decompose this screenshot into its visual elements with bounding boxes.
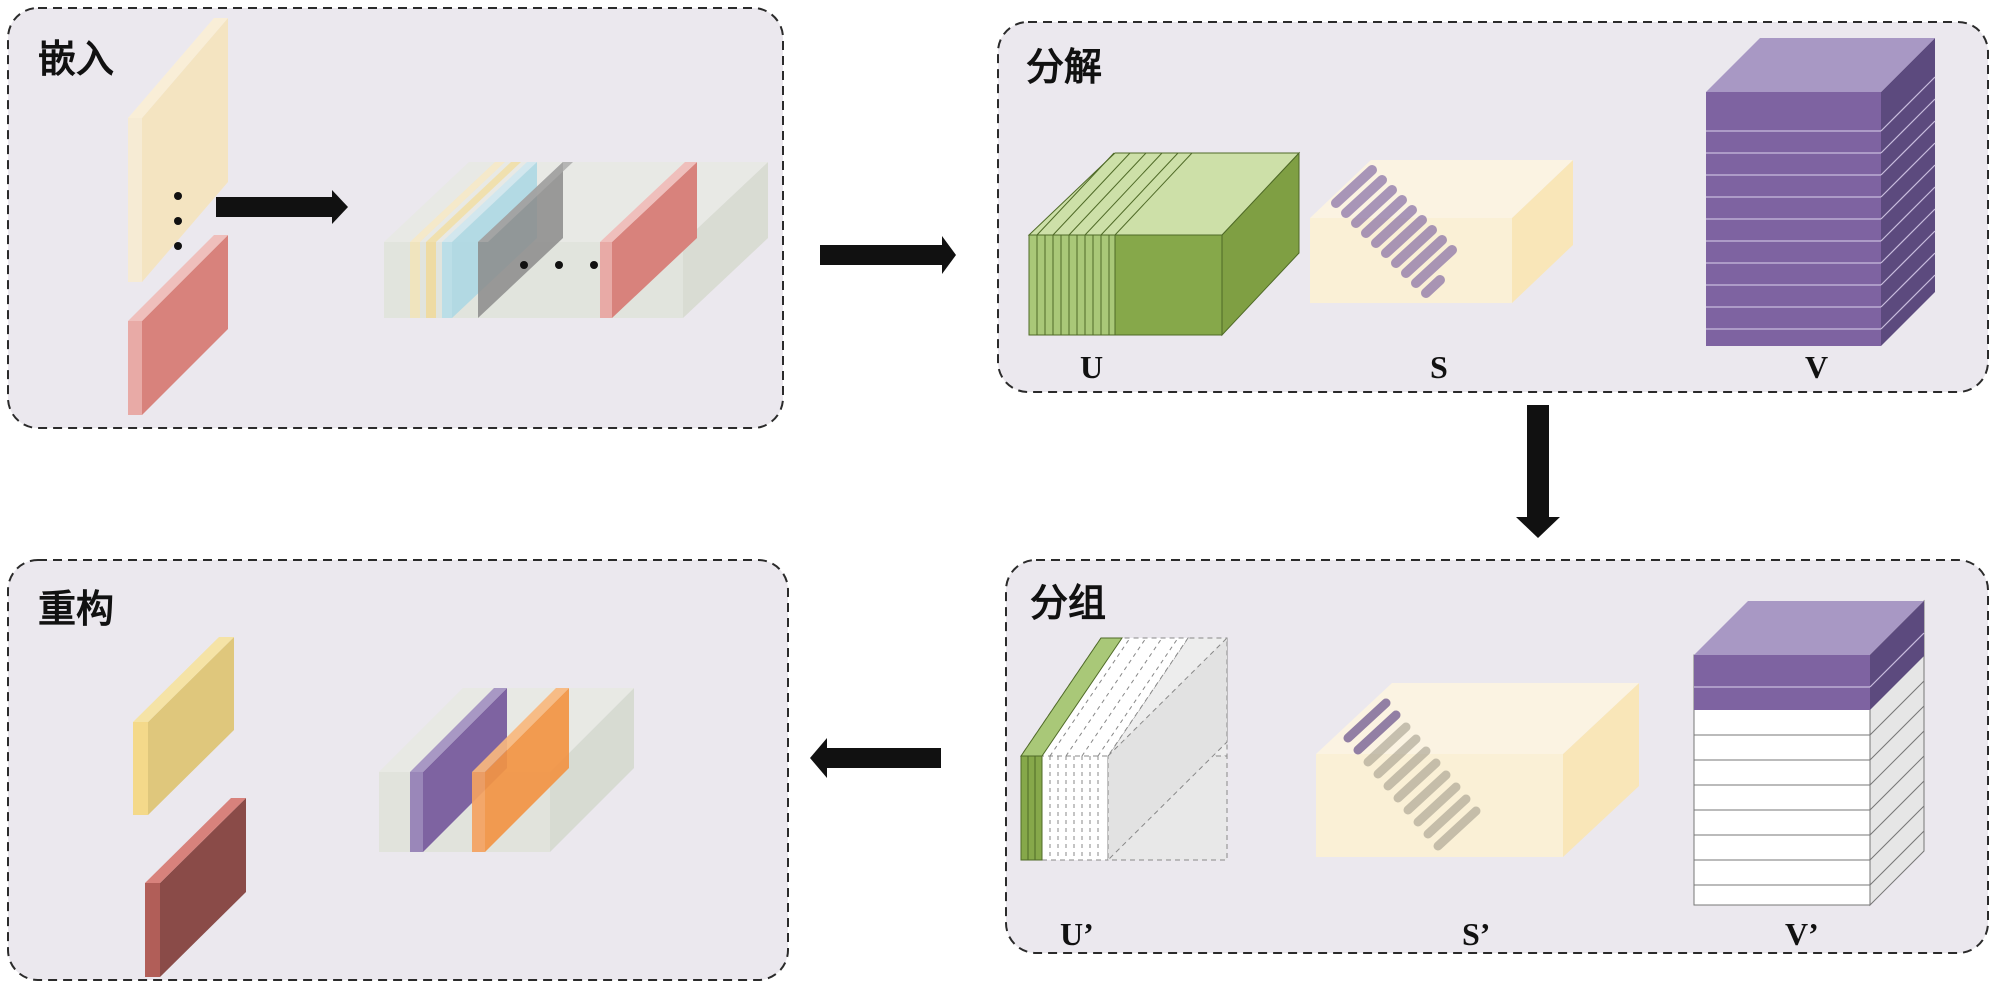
embed-yellow-vector xyxy=(128,18,228,282)
reconstruct-red-component xyxy=(145,798,246,977)
decompose-u-stripes xyxy=(1036,152,1193,335)
panel-embed: 嵌入 xyxy=(7,7,784,429)
embed-trajectory-box xyxy=(384,162,768,318)
panel-decompose: 分解 U xyxy=(997,21,1989,393)
group-u-matrix xyxy=(1020,636,1228,862)
embed-vertical-ellipsis xyxy=(174,192,182,250)
arrow-embed-to-decompose xyxy=(820,236,956,274)
embed-red-vector xyxy=(128,235,228,415)
panel-embed-title: 嵌入 xyxy=(38,39,114,81)
panel-group: 分组 xyxy=(1005,559,1989,954)
panel-reconstruct-title: 重构 xyxy=(38,589,114,631)
decompose-s-diagonal xyxy=(1331,165,1457,298)
group-v-matrix xyxy=(1693,599,1925,907)
panel-decompose-title: 分解 xyxy=(1026,47,1102,89)
group-u-dashed-slices xyxy=(1049,637,1179,860)
decompose-v-rows xyxy=(1706,76,1936,330)
group-s-matrix xyxy=(1316,683,1639,857)
group-v-label: V’ xyxy=(1785,916,1819,952)
decompose-u-matrix xyxy=(1027,151,1301,337)
decompose-s-matrix xyxy=(1310,160,1573,303)
arrow-decompose-to-group xyxy=(1516,405,1560,538)
decompose-v-label: V xyxy=(1805,349,1828,385)
group-v-rows xyxy=(1694,680,1925,886)
group-s-diagonal-selected xyxy=(1343,698,1401,755)
decompose-v-matrix xyxy=(1706,38,1936,346)
decompose-s-label: S xyxy=(1430,349,1448,385)
reconstruct-trajectory-box xyxy=(379,688,634,852)
arrow-group-to-reconstruct xyxy=(810,738,941,778)
decompose-u-label: U xyxy=(1080,349,1103,385)
group-s-label: S’ xyxy=(1462,916,1490,952)
group-u-label: U’ xyxy=(1060,916,1094,952)
panel-group-title: 分组 xyxy=(1030,583,1106,625)
panel-reconstruct: 重构 xyxy=(7,559,789,981)
reconstruct-yellow-component xyxy=(133,637,234,815)
embed-inner-arrow xyxy=(216,190,348,224)
